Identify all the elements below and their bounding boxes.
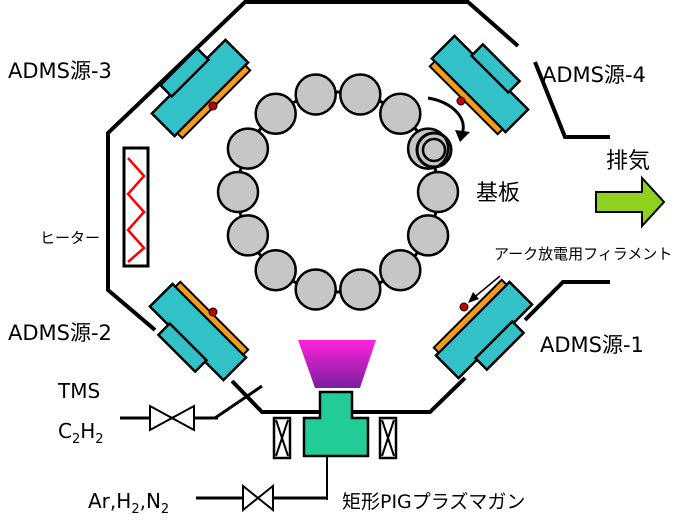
- magnet-coil-icon: [378, 416, 398, 460]
- label-ar-h2-n2: Ar,H2,N2: [88, 489, 169, 517]
- label-adms-2: ADMS源-2: [8, 321, 112, 345]
- tms-inlet-line: [214, 384, 263, 420]
- exhaust-arrow-icon: [595, 175, 666, 229]
- valve-icon: [242, 483, 274, 513]
- substrate-disc: [339, 268, 382, 311]
- filament-dot: [208, 307, 218, 317]
- substrate-disc: [294, 73, 337, 116]
- substrate-disc: [406, 214, 450, 257]
- label-adms-3: ADMS源-3: [8, 59, 112, 83]
- substrate-disc: [254, 92, 297, 136]
- valve-icon: [149, 404, 195, 432]
- chamber-wall-right-lower: [523, 280, 610, 322]
- magnet-coil-icon: [272, 416, 292, 460]
- substrate-disc: [339, 73, 382, 116]
- plasma-beam: [298, 340, 376, 388]
- heater-element: [126, 157, 146, 263]
- heater: [122, 146, 150, 268]
- substrate-disc: [226, 214, 270, 257]
- label-c2h2: C2H2: [58, 419, 104, 447]
- chamber-wall-right: [533, 61, 610, 139]
- substrate-disc: [254, 248, 297, 292]
- substrate-holder: [216, 73, 460, 311]
- label-pig-gun: 矩形PIGプラズマガン: [342, 491, 525, 513]
- filament-dot: [208, 101, 218, 111]
- substrate-disc: [379, 92, 422, 136]
- label-tms: TMS: [57, 379, 100, 403]
- chamber-wall: [106, 0, 520, 272]
- chamber-wall-bottom-3: [350, 376, 467, 414]
- rotation-arrow-icon: [415, 96, 470, 169]
- label-filament: アーク放電用フィラメント: [494, 245, 672, 263]
- label-exhaust: 排気: [606, 149, 650, 174]
- chamber-wall-bottom: [106, 272, 157, 332]
- chamber-wall-bottom-2: [230, 379, 320, 414]
- substrate-disc: [216, 170, 260, 214]
- substrate-disc: [416, 170, 460, 214]
- substrate-disc: [379, 248, 422, 292]
- filament-dot: [456, 96, 466, 106]
- label-adms-4: ADMS源-4: [542, 63, 646, 87]
- adms-source-4: [428, 34, 530, 136]
- label-adms-1: ADMS源-1: [540, 333, 644, 357]
- substrate-disc: [294, 268, 337, 311]
- label-heater: ヒーター: [40, 229, 100, 247]
- label-substrate: 基板: [476, 181, 520, 206]
- filament-dot: [459, 302, 469, 312]
- filament-pointer: [468, 275, 501, 303]
- substrate-disc: [226, 127, 270, 170]
- adms-source-1: [432, 278, 534, 380]
- adms-source-2: [148, 280, 250, 382]
- pig-plasma-gun: [302, 390, 370, 458]
